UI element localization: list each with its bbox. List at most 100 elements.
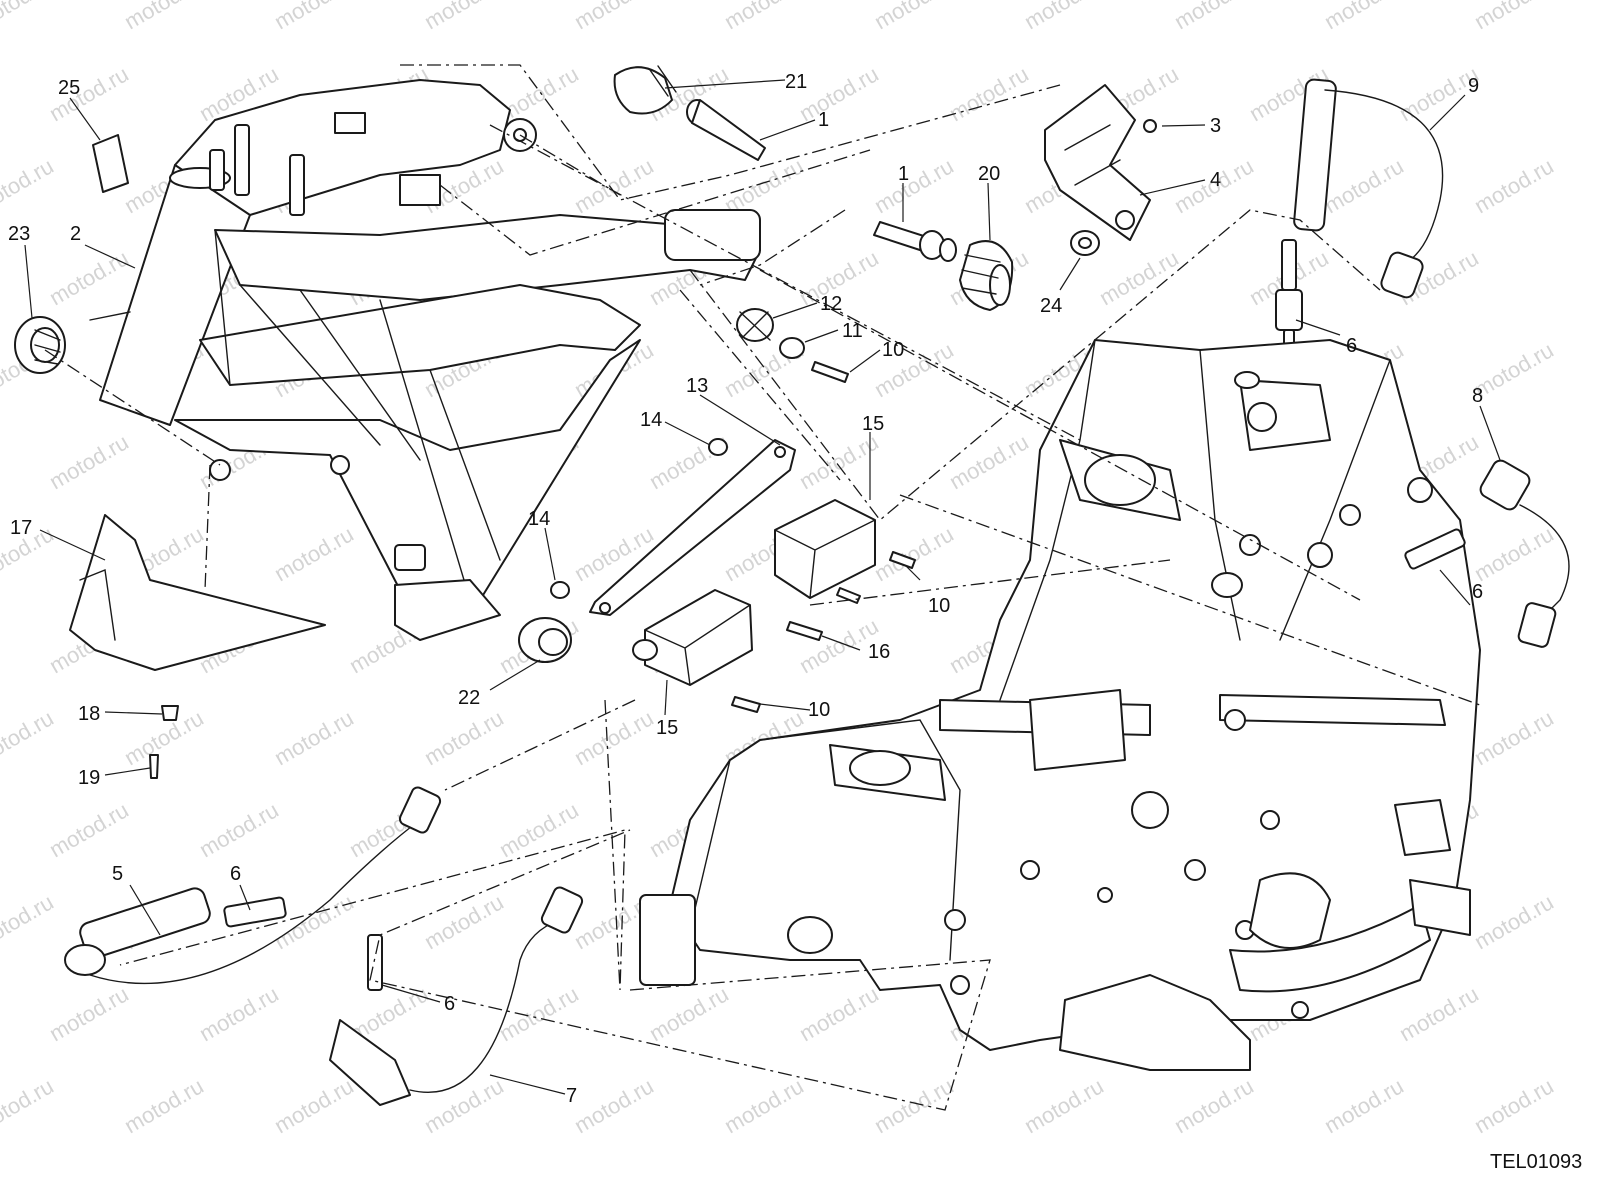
- watermark-text: motod.ru: [0, 0, 58, 34]
- callout-21: 21: [785, 71, 807, 93]
- watermark-text: motod.ru: [120, 0, 208, 34]
- callout-10-c: 10: [808, 699, 830, 721]
- callout-1-right: 1: [898, 163, 909, 185]
- watermark-text: motod.ru: [45, 245, 133, 310]
- callout-17: 17: [10, 517, 32, 539]
- guard-17: [69, 514, 326, 671]
- watermark-text: motod.ru: [1470, 153, 1558, 218]
- watermark-text: motod.ru: [1320, 153, 1408, 218]
- screw-18: [161, 705, 179, 721]
- screw-10-c: [731, 696, 761, 713]
- watermark-text: motod.ru: [45, 429, 133, 494]
- callout-8: 8: [1472, 385, 1483, 407]
- watermark-text: motod.ru: [270, 705, 358, 770]
- watermark-text: motod.ru: [1470, 705, 1558, 770]
- grommet-20: [959, 240, 1014, 311]
- screw-10-d: [836, 587, 861, 604]
- callout-13: 13: [686, 375, 708, 397]
- callout-24: 24: [1040, 295, 1062, 317]
- watermark-text: motod.ru: [1020, 1073, 1108, 1138]
- frame-part: [89, 79, 761, 641]
- callout-22: 22: [458, 687, 480, 709]
- callout-3: 3: [1210, 115, 1221, 137]
- callout-12: 12: [820, 293, 842, 315]
- watermark-text: motod.ru: [570, 0, 658, 34]
- screw-16: [786, 621, 823, 641]
- watermark-text: motod.ru: [270, 521, 358, 586]
- plug-cap-5: [64, 786, 442, 985]
- bracket-4: [1044, 84, 1157, 241]
- watermark-text: motod.ru: [420, 889, 508, 954]
- watermark-text: motod.ru: [720, 0, 808, 34]
- callout-6-top: 6: [1346, 335, 1357, 357]
- watermark-text: motod.ru: [1470, 337, 1558, 402]
- callout-2: 2: [70, 223, 81, 245]
- watermark-text: motod.ru: [270, 0, 358, 34]
- callout-15-upper: 15: [862, 413, 884, 435]
- plate-13: [589, 439, 796, 616]
- watermark-text: motod.ru: [1470, 0, 1558, 34]
- watermark-text: motod.ru: [1470, 889, 1558, 954]
- watermark-text: motod.ru: [195, 981, 283, 1046]
- watermark-text: motod.ru: [720, 153, 808, 218]
- watermark-text: motod.ru: [945, 61, 1033, 126]
- spark-plug-6-right: [1404, 528, 1466, 570]
- callout-5: 5: [112, 863, 123, 885]
- callout-16: 16: [868, 641, 890, 663]
- watermark-text: motod.ru: [945, 429, 1033, 494]
- callout-4: 4: [1210, 169, 1221, 191]
- coil-15-lower: [632, 589, 753, 686]
- callout-6-left: 6: [230, 863, 241, 885]
- callout-19: 19: [78, 767, 100, 789]
- watermark-text: motod.ru: [0, 153, 58, 218]
- callout-1-top: 1: [818, 109, 829, 131]
- bolt-1-right: [873, 221, 957, 262]
- watermark-text: motod.ru: [420, 0, 508, 34]
- callout-6-bottom: 6: [444, 993, 455, 1015]
- nut-14: [550, 438, 728, 599]
- callout-23: 23: [8, 223, 30, 245]
- watermark-text: motod.ru: [420, 705, 508, 770]
- watermark-text: motod.ru: [570, 153, 658, 218]
- watermark-text: motod.ru: [495, 797, 583, 862]
- grommet-23: [14, 316, 66, 374]
- grommet-22: [518, 617, 572, 663]
- alignment-lines: [44, 64, 1481, 1111]
- watermark-text: motod.ru: [870, 521, 958, 586]
- callout-15-lower: 15: [656, 717, 678, 739]
- watermark-text: motod.ru: [795, 981, 883, 1046]
- callout-6-right: 6: [1472, 581, 1483, 603]
- drawing-code: TEL01093: [1490, 1151, 1582, 1173]
- callout-11: 11: [842, 320, 863, 342]
- callout-18: 18: [78, 703, 100, 725]
- watermark-text: motod.ru: [45, 797, 133, 862]
- watermark-text: motod.ru: [1470, 521, 1558, 586]
- watermark-text: motod.ru: [270, 1073, 358, 1138]
- leader-lines: [24, 79, 1501, 1095]
- watermark-text: motod.ru: [1395, 981, 1483, 1046]
- watermark-text: motod.ru: [0, 705, 58, 770]
- watermark-text: motod.ru: [45, 981, 133, 1046]
- watermark-text: motod.ru: [495, 981, 583, 1046]
- plug-lead-7: [329, 886, 584, 1106]
- cap-21: [613, 65, 677, 115]
- callout-25: 25: [58, 77, 80, 99]
- watermark-text: motod.ru: [870, 1073, 958, 1138]
- watermark-text: motod.ru: [0, 1073, 58, 1138]
- callout-labels: 25 2 23 21 1 3 9 4 20 1 24 12 11 10 6 13…: [8, 71, 1582, 1173]
- watermark-text: motod.ru: [1170, 0, 1258, 34]
- callout-9: 9: [1468, 75, 1479, 97]
- callout-10-b: 10: [928, 595, 950, 617]
- watermark-text: motod.ru: [720, 1073, 808, 1138]
- screw-10-a: [811, 361, 849, 383]
- sticker-25: [92, 134, 129, 193]
- watermark-text: motod.ru: [1470, 1073, 1558, 1138]
- plug-cap-9: [1293, 78, 1444, 299]
- watermark-text: motod.ru: [570, 1073, 658, 1138]
- watermark-text: motod.ru: [0, 889, 58, 954]
- watermark-text: motod.ru: [1020, 0, 1108, 34]
- watermark-text: motod.ru: [195, 797, 283, 862]
- watermark-text: motod.ru: [1320, 0, 1408, 34]
- spark-plug-6-left: [223, 896, 287, 928]
